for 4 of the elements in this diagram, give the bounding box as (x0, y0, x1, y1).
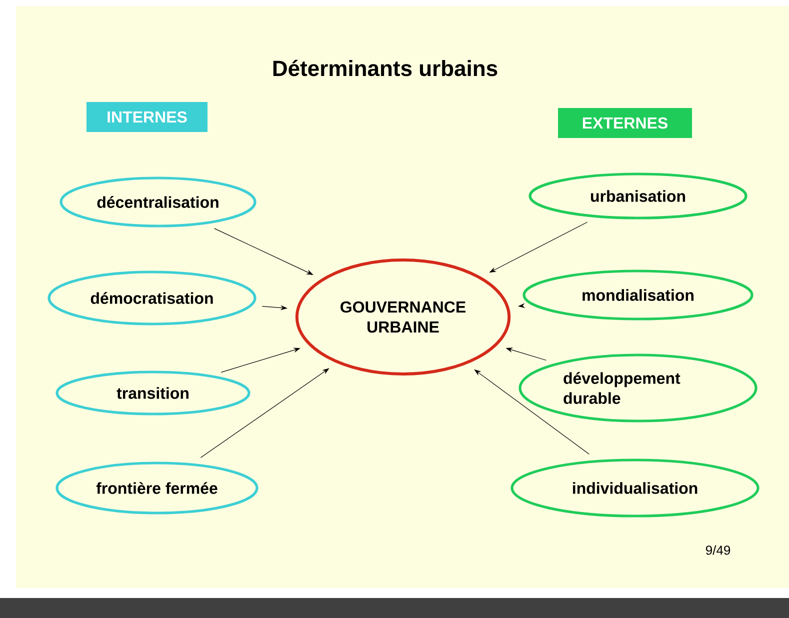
page-number: 9/49 (706, 545, 730, 555)
category-label: INTERNES (86, 102, 208, 132)
category-label: EXTERNES (558, 108, 692, 138)
title: Déterminants urbains (273, 60, 498, 76)
